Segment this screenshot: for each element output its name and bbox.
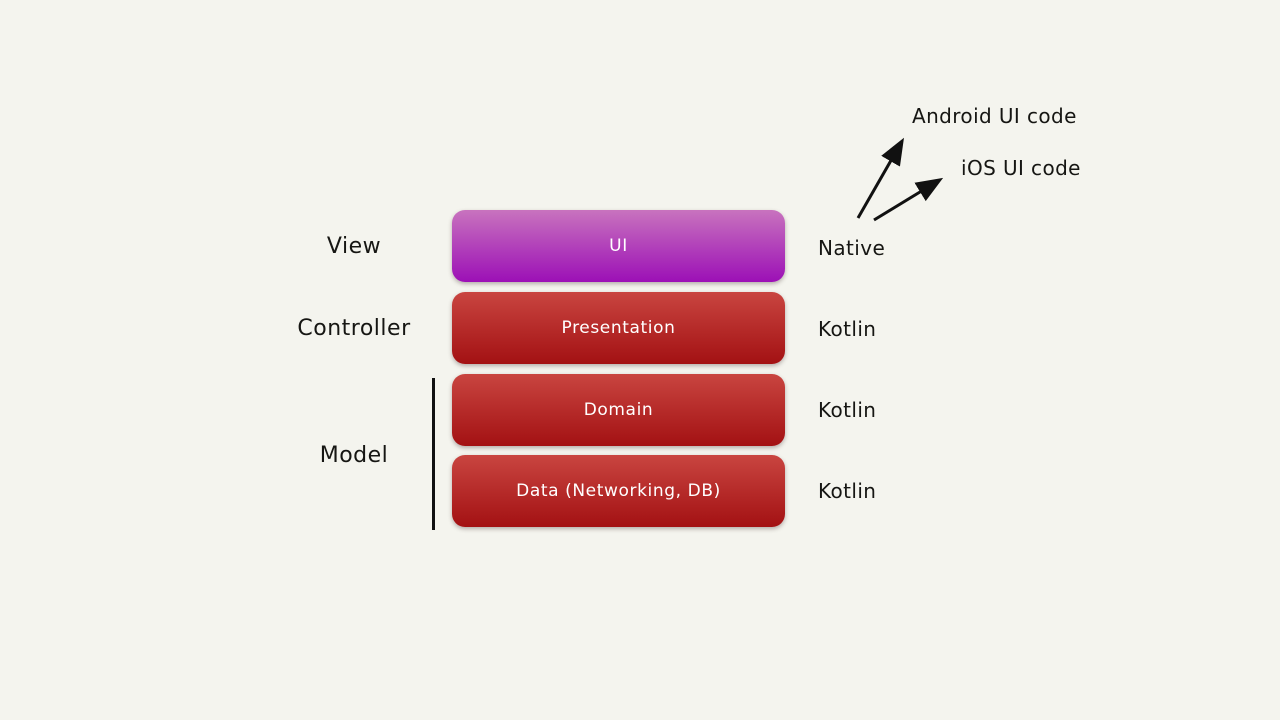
box-presentation-layer: Presentation	[452, 292, 785, 364]
box-domain-label: Domain	[583, 400, 654, 420]
label-native: Native	[818, 236, 886, 260]
label-kotlin-data: Kotlin	[818, 479, 877, 503]
label-kotlin-presentation: Kotlin	[818, 317, 877, 341]
arrow-to-ios-ui-code	[873, 177, 944, 222]
arrow-to-android-ui-code	[856, 137, 904, 219]
label-android-ui-code: Android UI code	[912, 104, 1077, 128]
label-kotlin-domain: Kotlin	[818, 398, 877, 422]
model-bracket-line	[432, 378, 435, 530]
box-domain-layer: Domain	[452, 374, 785, 446]
label-model: Model	[319, 443, 389, 468]
label-controller: Controller	[297, 316, 411, 341]
label-ios-ui-code: iOS UI code	[961, 156, 1081, 180]
label-view: View	[326, 234, 382, 259]
box-ui-layer: UI	[452, 210, 785, 282]
box-ui-label: UI	[609, 236, 628, 256]
box-data-label: Data (Networking, DB)	[516, 481, 721, 501]
box-presentation-label: Presentation	[561, 318, 676, 338]
box-data-layer: Data (Networking, DB)	[452, 455, 785, 527]
